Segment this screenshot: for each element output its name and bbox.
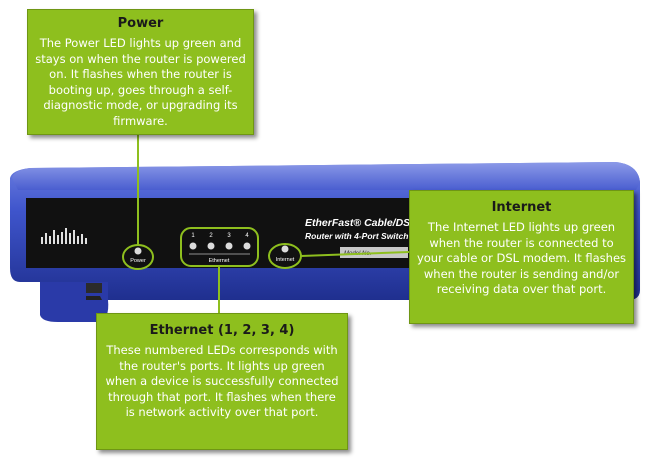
port-number-2: 2 — [209, 233, 213, 239]
power-led-label: Power — [130, 258, 146, 264]
ethernet-leds: 1 2 3 4 Ethernet — [180, 227, 259, 267]
internet-callout-title: Internet — [491, 200, 552, 215]
port-number-3: 3 — [227, 233, 231, 239]
port-led-1 — [189, 242, 197, 250]
port-led-3 — [225, 242, 233, 250]
port-number-4: 4 — [245, 233, 249, 239]
brand-line-2: Router with 4-Port Switch — [305, 231, 408, 241]
power-callout-title: Power — [117, 16, 164, 31]
power-callout: Power The Power LED lights up green and … — [27, 9, 254, 135]
cisco-logo-icon — [41, 228, 87, 244]
ethernet-callout-title: Ethernet (1, 2, 3, 4) — [149, 323, 295, 338]
ethernet-callout-body: These numbered LEDs corresponds with the… — [105, 343, 339, 419]
port-number-1: 1 — [191, 233, 195, 239]
internet-callout: Internet The Internet LED lights up gree… — [409, 190, 634, 324]
callout-connectors — [137, 135, 410, 313]
ethernet-led-label: Ethernet — [209, 258, 230, 264]
brand-line-1: EtherFast® Cable/DSL — [305, 217, 417, 229]
port-led-4 — [243, 242, 251, 250]
ethernet-callout: Ethernet (1, 2, 3, 4) These numbered LED… — [96, 313, 348, 450]
internet-callout-body: The Internet LED lights up green when th… — [416, 220, 627, 296]
internet-connector — [300, 251, 410, 257]
power-callout-body: The Power LED lights up green and stays … — [35, 36, 246, 128]
internet-led-label: Internet — [276, 257, 295, 263]
port-led-2 — [207, 242, 215, 250]
